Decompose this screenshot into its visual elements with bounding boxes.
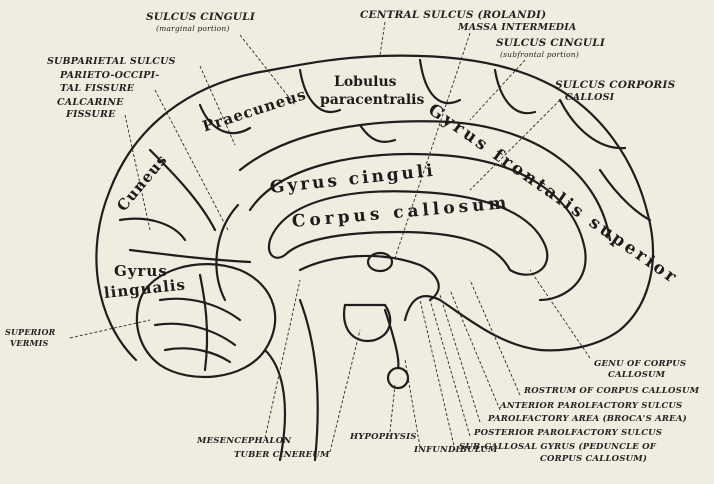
- label-anterior-parolfactory: ANTERIOR PAROLFACTORY SULCUS: [500, 402, 682, 411]
- leader-mesencephalon: [265, 280, 300, 438]
- label-parieto-occipital-2: TAL FISSURE: [60, 84, 134, 94]
- region-lobulus: Lobulus: [334, 74, 397, 90]
- label-central-sulcus: CENTRAL SULCUS (ROLANDI): [360, 10, 546, 21]
- parieto-occipital-curve: [216, 205, 238, 300]
- infundibulum-circle: [388, 368, 408, 388]
- label-genu-1: GENU OF CORPUS: [594, 360, 686, 369]
- label-parieto-occipital-1: PARIETO-OCCIPI-: [60, 71, 159, 81]
- label-sulcus-cinguli-subfrontal-sub: (subfrontal portion): [500, 51, 579, 59]
- label-calcarine-1: CALCARINE: [57, 98, 124, 108]
- label-superior-vermis-1: SUPERIOR: [5, 328, 55, 336]
- label-posterior-parolfactory: POSTERIOR PAROLFACTORY SULCUS: [474, 429, 662, 438]
- leader-subcallosal: [420, 300, 455, 450]
- region-paracentralis-label: paracentralis: [320, 92, 424, 108]
- label-hypophysis: HYPOPHYSIS: [350, 433, 417, 442]
- label-tuber-cinereum: TUBER CINEREUM: [234, 451, 330, 460]
- hypophysis-outline: [344, 305, 390, 341]
- label-superior-vermis-2: VERMIS: [10, 339, 49, 347]
- leader-genu: [530, 270, 590, 358]
- label-sulcus-corporis-2: CALLOSI: [565, 93, 614, 103]
- leader-hypophysis: [390, 385, 395, 432]
- label-subparietal-sulcus: SUBPARIETAL SULCUS: [47, 57, 176, 67]
- label-calcarine-2: FISSURE: [66, 110, 116, 120]
- label-genu-2: CALLOSUM: [608, 371, 665, 380]
- label-massa-intermedia: MASSA INTERMEDIA: [458, 23, 576, 33]
- leader-massa-intermedia: [395, 33, 470, 258]
- leader-rostrum: [470, 280, 520, 395]
- third-ventricle-outline: [300, 256, 439, 300]
- label-infundibulum: INFUNDIBULUM: [414, 446, 498, 455]
- label-subcallosal-2: CORPUS CALLOSUM): [540, 455, 647, 464]
- label-sulcus-cinguli-marginal-sub: (marginal portion): [156, 25, 230, 33]
- calcarine-curve: [130, 250, 250, 262]
- label-sulcus-cinguli-marginal: SULCUS CINGULI: [146, 12, 255, 23]
- leader-posterior-parolfactory: [430, 300, 470, 436]
- label-sulcus-corporis-1: SULCUS CORPORIS: [555, 80, 675, 91]
- label-rostrum: ROSTRUM OF CORPUS CALLOSUM: [524, 387, 699, 396]
- leader-central-sulcus: [380, 22, 385, 55]
- label-parolfactory-area: PAROLFACTORY AREA (BROCA'S AREA): [488, 415, 687, 424]
- label-sulcus-cinguli-subfrontal: SULCUS CINGULI: [496, 38, 605, 49]
- label-mesencephalon: MESENCEPHALON: [197, 437, 291, 446]
